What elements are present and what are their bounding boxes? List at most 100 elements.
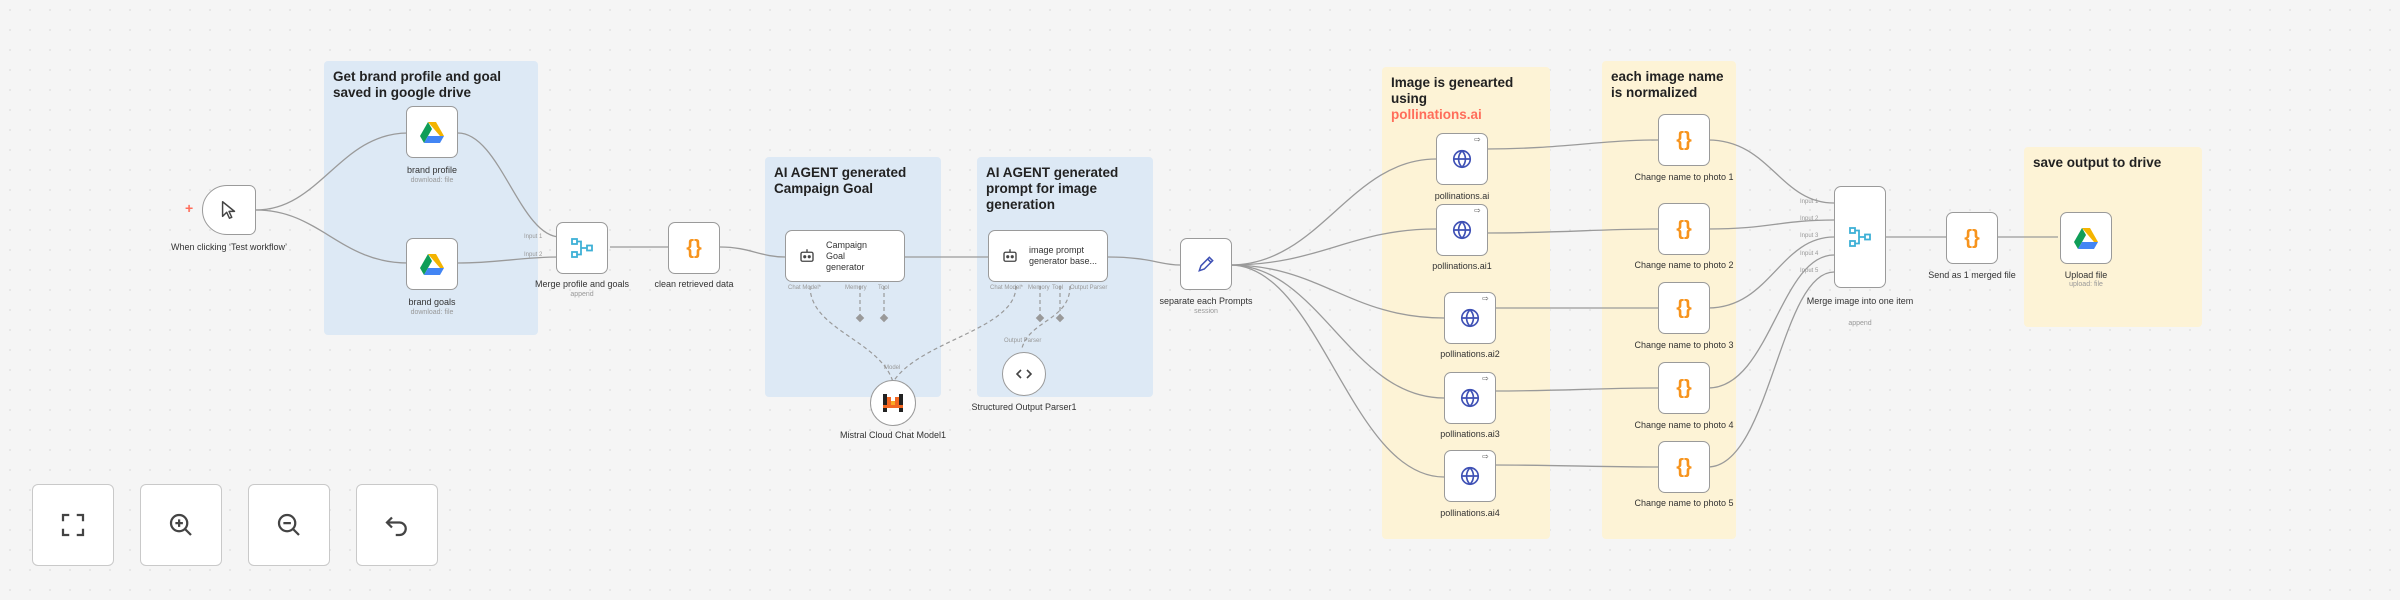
code-icon (1016, 369, 1032, 379)
port-label: Model (884, 365, 901, 371)
node-label: Mistral Cloud Chat Model1 (839, 430, 947, 440)
sticky-title: save output to drive (2033, 155, 2162, 170)
sticky-prompt[interactable]: AI AGENT generated prompt for image gene… (977, 157, 1153, 397)
input-label: Input 5 (1800, 268, 1819, 274)
arrow-icon: ⇨ (1474, 206, 1481, 215)
input-label: Input 1 (524, 234, 543, 240)
pencil-icon (1198, 256, 1214, 272)
send-merged-node[interactable]: {} (1946, 212, 1998, 264)
merge-images-node[interactable] (1834, 186, 1886, 288)
node-sublabel: append (570, 291, 594, 298)
node-label: When clicking ‘Test workflow’ (170, 242, 288, 252)
pollinations-node-1[interactable] (1436, 133, 1488, 185)
merge-profile-node[interactable] (556, 222, 608, 274)
pollinations-node-2[interactable] (1436, 204, 1488, 256)
zoom-out-icon (277, 513, 300, 536)
merge-icon (571, 238, 593, 258)
change-name-node-1[interactable]: {} (1658, 114, 1710, 166)
node-sublabel: download: file (410, 309, 454, 316)
node-label: Campaign Goal generator (826, 239, 868, 272)
zoom-out-button[interactable] (248, 484, 330, 566)
port-label: Output Parser (1070, 285, 1108, 291)
separate-prompts-node[interactable] (1180, 238, 1232, 290)
sticky-title: Get brand profile and goal saved in goog… (333, 69, 502, 100)
globe-icon (1460, 466, 1480, 486)
node-label: pollinations.ai (1434, 191, 1490, 201)
brand-goals-node[interactable] (406, 238, 458, 290)
node-label: separate each Prompts (1159, 296, 1253, 306)
change-name-node-4[interactable]: {} (1658, 362, 1710, 414)
node-label: pollinations.ai2 (1440, 349, 1500, 359)
braces-icon: {} (1676, 296, 1692, 319)
globe-icon (1452, 220, 1472, 240)
reset-zoom-button[interactable] (356, 484, 438, 566)
mistral-node[interactable] (870, 380, 916, 426)
braces-icon: {} (1676, 455, 1692, 478)
port-label: Chat Model* (990, 285, 1024, 291)
port-label: Tool (878, 285, 890, 291)
braces-icon: {} (686, 236, 702, 259)
pollinations-node-5[interactable] (1444, 450, 1496, 502)
node-label: clean retrieved data (654, 279, 734, 289)
campaign-agent-node[interactable]: Campaign Goal generator (785, 230, 905, 282)
node-label: Change name to photo 4 (1634, 420, 1734, 430)
input-label: Input 2 (524, 252, 543, 258)
arrow-icon: ⇨ (1482, 294, 1489, 303)
sticky-title: AI AGENT generated Campaign Goal (774, 165, 907, 196)
node-label: pollinations.ai3 (1440, 429, 1500, 439)
braces-icon: {} (1964, 226, 1980, 249)
pollinations-node-4[interactable] (1444, 372, 1496, 424)
node-label: pollinations.ai4 (1440, 508, 1500, 518)
add-trigger-icon[interactable]: + (185, 200, 194, 216)
zoom-in-button[interactable] (140, 484, 222, 566)
trigger-node[interactable] (202, 185, 256, 235)
node-label: Change name to photo 3 (1634, 340, 1734, 350)
upload-file-node[interactable] (2060, 212, 2112, 264)
node-label: image prompt generator base... (1029, 245, 1098, 266)
node-sublabel: append (1848, 320, 1872, 327)
braces-icon: {} (1676, 217, 1692, 240)
pollinations-link: pollinations.ai (1391, 107, 1482, 122)
globe-icon (1460, 308, 1480, 328)
clean-data-node[interactable]: {} (668, 222, 720, 274)
node-label: Upload file (2064, 270, 2108, 280)
change-name-node-3[interactable]: {} (1658, 282, 1710, 334)
change-name-node-5[interactable]: {} (1658, 441, 1710, 493)
node-label: Merge profile and goals (534, 279, 630, 289)
input-label: Input 1 (1800, 199, 1819, 205)
node-sublabel: session (1194, 308, 1218, 315)
sticky-title: each image name is normalized (1611, 69, 1724, 100)
globe-icon (1460, 388, 1480, 408)
node-label: Change name to photo 1 (1634, 172, 1734, 182)
fit-view-button[interactable] (32, 484, 114, 566)
google-drive-icon (420, 254, 444, 275)
braces-icon: {} (1676, 128, 1692, 151)
parser-node[interactable] (1002, 352, 1046, 396)
robot-icon (800, 249, 814, 262)
input-label: Input 3 (1800, 233, 1819, 239)
cursor-icon (221, 201, 236, 219)
pollinations-node-3[interactable] (1444, 292, 1496, 344)
sticky-title: AI AGENT generated prompt for image gene… (986, 165, 1119, 212)
arrow-icon: ⇨ (1474, 135, 1481, 144)
sticky-title-text: Image is genearted using (1391, 75, 1514, 106)
node-sublabel: download: file (410, 177, 454, 184)
prompt-agent-node[interactable]: image prompt generator base... (988, 230, 1108, 282)
mistral-icon (883, 394, 903, 412)
node-label: brand profile (406, 165, 458, 175)
port-label: Memory (845, 285, 867, 291)
brand-profile-node[interactable] (406, 106, 458, 158)
arrow-icon: ⇨ (1482, 452, 1489, 461)
node-label: Structured Output Parser1 (971, 402, 1077, 412)
globe-icon (1452, 149, 1472, 169)
change-name-node-2[interactable]: {} (1658, 203, 1710, 255)
merge-icon (1849, 227, 1871, 247)
input-label: Input 2 (1800, 216, 1819, 222)
port-label: Output Parser (1004, 338, 1042, 344)
node-label: pollinations.ai1 (1432, 261, 1492, 271)
sticky-save[interactable]: save output to drive (2024, 147, 2202, 327)
node-label: Merge image into one item (1806, 296, 1914, 306)
node-label: brand goals (408, 297, 456, 307)
undo-icon (385, 516, 407, 537)
sticky-brand[interactable]: Get brand profile and goal saved in goog… (324, 61, 538, 335)
